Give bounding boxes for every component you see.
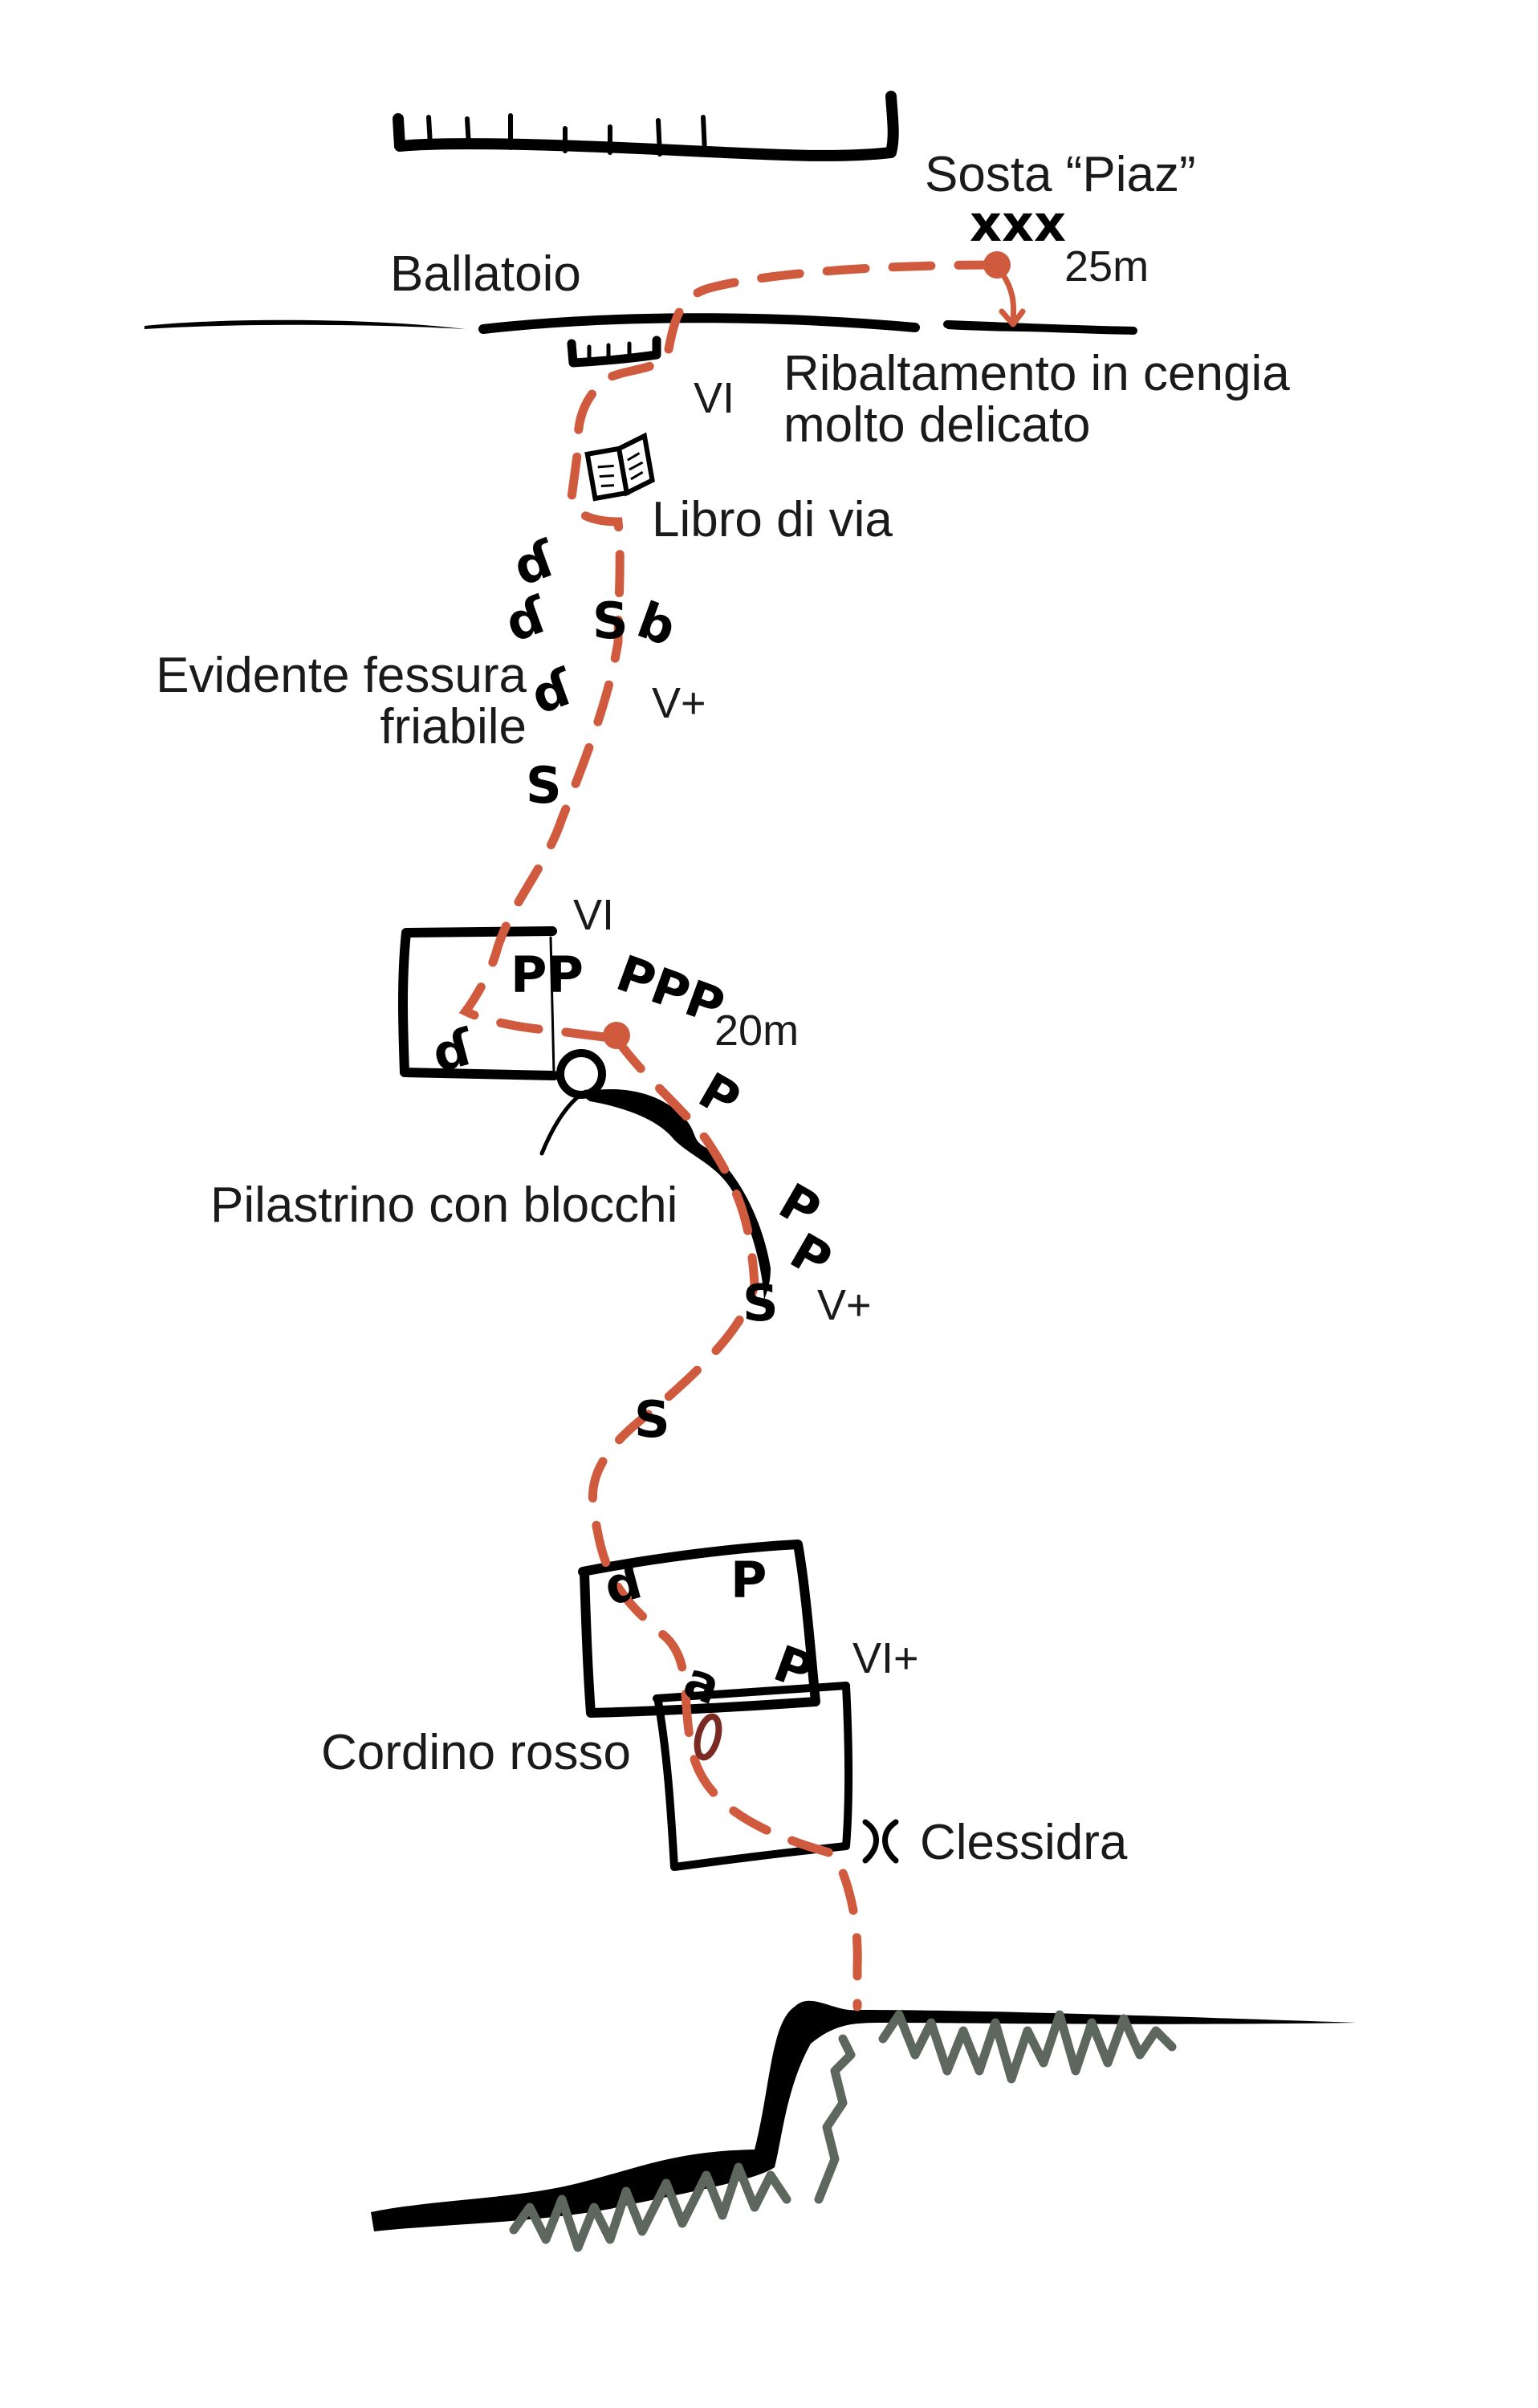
grade-lower-roof: VI+ bbox=[852, 1634, 919, 1682]
overhang-box bbox=[398, 926, 559, 1080]
belay-mid bbox=[603, 1022, 630, 1049]
cam-icon: ɗ bbox=[523, 657, 581, 726]
route-line bbox=[458, 260, 1002, 1043]
belay-top-label: Sosta “Piaz” bbox=[925, 147, 1196, 202]
cam-icon: S bbox=[634, 1390, 670, 1449]
ledge-lines bbox=[144, 313, 1137, 335]
belay-mid-length: 20m bbox=[714, 1007, 799, 1055]
grade-crack: V+ bbox=[652, 679, 706, 727]
belay-top bbox=[983, 251, 1026, 327]
mantle-label-line2: molto delicato bbox=[783, 397, 1091, 453]
grade-pillar: V+ bbox=[817, 1281, 872, 1329]
crack-label-line2: friabile bbox=[380, 699, 527, 755]
red-sling-icon bbox=[694, 1713, 722, 1761]
route-book-label: Libro di via bbox=[652, 492, 893, 547]
cam-icon: ɗ bbox=[498, 584, 555, 653]
ground bbox=[371, 2000, 1357, 2231]
belay-top-length: 25m bbox=[1064, 242, 1149, 291]
cam-icon: S bbox=[526, 756, 562, 815]
piton-icon: P bbox=[730, 1551, 767, 1609]
cam-icon: S bbox=[743, 1274, 779, 1332]
ledge-label: Ballatoio bbox=[390, 246, 581, 302]
top-roof bbox=[393, 91, 899, 161]
vegetation bbox=[509, 2010, 1177, 2252]
crack-label-line1: Evidente fessura bbox=[156, 648, 527, 703]
grade-roof-top: VI bbox=[694, 374, 734, 422]
pillar-label: Pilastrino con blocchi bbox=[210, 1178, 677, 1233]
small-roof bbox=[567, 336, 661, 368]
cam-icon: S bbox=[592, 592, 629, 650]
lower-roof-boxes bbox=[578, 1540, 852, 1871]
piton-icon: PPP bbox=[609, 943, 732, 1035]
red-sling-label: Cordino rosso bbox=[321, 1725, 631, 1780]
grade-overhang-mid: VI bbox=[573, 891, 614, 939]
mantle-label-line1: Ribaltamento in cengia bbox=[783, 346, 1290, 401]
cam-icon: b bbox=[630, 590, 684, 657]
thread-icon bbox=[862, 1819, 899, 1864]
piton-icon: P bbox=[690, 1061, 751, 1130]
route-book-icon bbox=[584, 432, 655, 502]
thread-label: Clessidra bbox=[920, 1815, 1128, 1870]
bolt-anchor-icon: xxx bbox=[970, 194, 1066, 253]
piton-icon: PP bbox=[511, 946, 584, 1004]
pillar bbox=[539, 1049, 771, 1300]
